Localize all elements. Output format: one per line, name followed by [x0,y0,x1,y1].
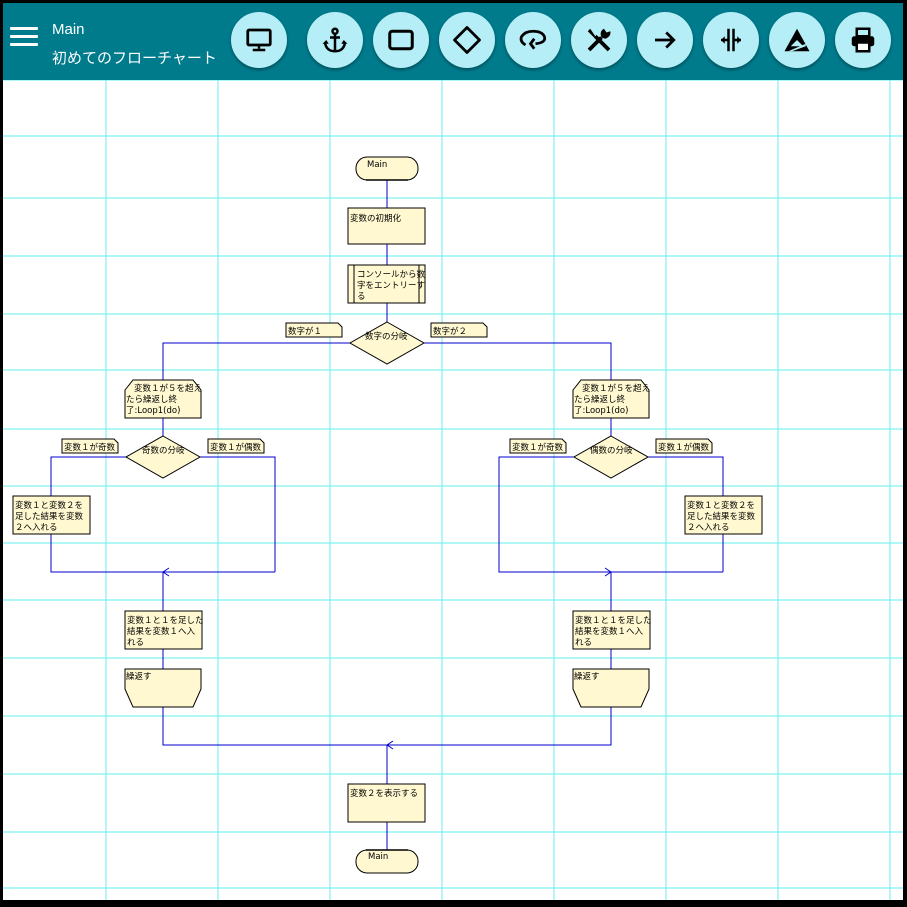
monitor-button[interactable] [231,12,287,68]
odd-branch-decision[interactable] [124,435,202,479]
left-odd-label: 変数１が奇数 [64,442,116,453]
diamond-button[interactable] [439,12,495,68]
app-window: Main 初めてのフローチャート [3,3,903,900]
left-add-label-3: ２へ入れる [15,523,58,533]
left-even-label: 変数１が偶数 [210,442,262,453]
left-loop-label-2: たら繰返し終 [126,394,178,405]
tools-icon [587,28,611,52]
left-add-process[interactable] [12,495,91,535]
init-label: 変数の初期化 [350,213,402,224]
connectors [50,180,724,850]
left-loop-end[interactable] [124,668,202,708]
split-button[interactable] [703,12,759,68]
left-increment-process[interactable] [124,610,203,650]
rectangle-icon [388,29,414,51]
monitor-icon [246,28,272,52]
right-inc-label-1: 変数１と１を足した [575,615,652,626]
console-label-3: る [357,292,366,302]
odd-branch-label: 奇数の分岐 [142,445,185,456]
start-label: Main [367,160,387,170]
flowchart-diagram: Main 変数の初期化 コンソールから数 字をエントリーす る 数字の分岐 数字… [3,79,903,900]
tools-button[interactable] [571,12,627,68]
right-inc-label-3: れる [575,638,592,648]
right-loop-label-1: 変数１が５を超え [582,383,650,394]
app-title: Main [52,21,85,38]
grid [3,79,903,900]
console-label-2: 字をエントリーす [357,280,425,291]
right-loop-label-2: たら繰返し終 [574,394,626,405]
even-branch-decision[interactable] [572,435,650,479]
right-add-label-3: ２へ入れる [687,523,730,533]
number-branch-decision[interactable] [348,321,426,365]
triangle-logo-icon [784,28,810,52]
display-process[interactable] [347,783,426,823]
split-icon [721,28,741,52]
anchor-icon [322,27,348,53]
console-subprocess[interactable] [347,264,426,304]
left-add-label-1: 変数１と変数２を [15,500,83,511]
left-inc-label-1: 変数１と１を足した [127,615,204,626]
right-loop-start[interactable] [572,379,650,419]
console-label-1: コンソールから数 [357,269,426,280]
rectangle-button[interactable] [373,12,429,68]
even-branch-label: 偶数の分岐 [590,445,633,456]
printer-icon [851,27,875,53]
arrow-right-icon [655,31,676,49]
arrow-button[interactable] [637,12,693,68]
left-loop-start[interactable] [124,379,202,419]
branch-label-left: 数字が１ [288,326,322,337]
right-increment-process[interactable] [572,610,651,650]
anchor-button[interactable] [307,12,363,68]
right-add-label-2: 足した結果を変数 [687,511,756,522]
document-title: 初めてのフローチャート [52,50,217,67]
left-loop-label-1: 変数１が５を超え [134,383,202,394]
display-label: 変数２を表示する [350,788,418,799]
right-loop-end[interactable] [572,668,650,708]
left-loop-label-3: 了:Loop1(do) [126,406,180,416]
loop-icon [519,29,547,50]
end-label: Main [368,852,388,862]
node-labels: Main 変数の初期化 コンソールから数 字をエントリーす る 数字の分岐 数字… [15,160,756,862]
right-add-process[interactable] [684,495,763,535]
right-even-label: 変数１が偶数 [658,442,710,453]
left-loop-end-label: 繰返す [126,671,152,682]
toolbar: Main 初めてのフローチャート [3,3,903,80]
hamburger-menu-icon[interactable] [10,27,38,49]
left-add-label-2: 足した結果を変数 [15,511,84,522]
right-loop-end-label: 繰返す [574,671,600,682]
right-loop-label-3: 了:Loop1(do) [574,406,628,416]
flowchart-canvas[interactable]: Main 変数の初期化 コンソールから数 字をエントリーす る 数字の分岐 数字… [3,79,903,900]
branch-labels [61,179,713,851]
shapes [12,156,763,874]
diamond-icon [453,26,481,54]
left-inc-label-3: れる [127,638,144,648]
right-add-label-1: 変数１と変数２を [687,500,755,511]
right-odd-label: 変数１が奇数 [512,442,564,453]
branch-label: 数字の分岐 [365,331,408,342]
logo-button[interactable] [769,12,825,68]
init-process[interactable] [347,207,426,245]
branch-label-right: 数字が２ [433,326,467,337]
right-inc-label-2: 結果を変数１へ入 [575,626,644,637]
loop-button[interactable] [505,12,561,68]
print-button[interactable] [835,12,891,68]
left-inc-label-2: 結果を変数１へ入 [127,626,196,637]
